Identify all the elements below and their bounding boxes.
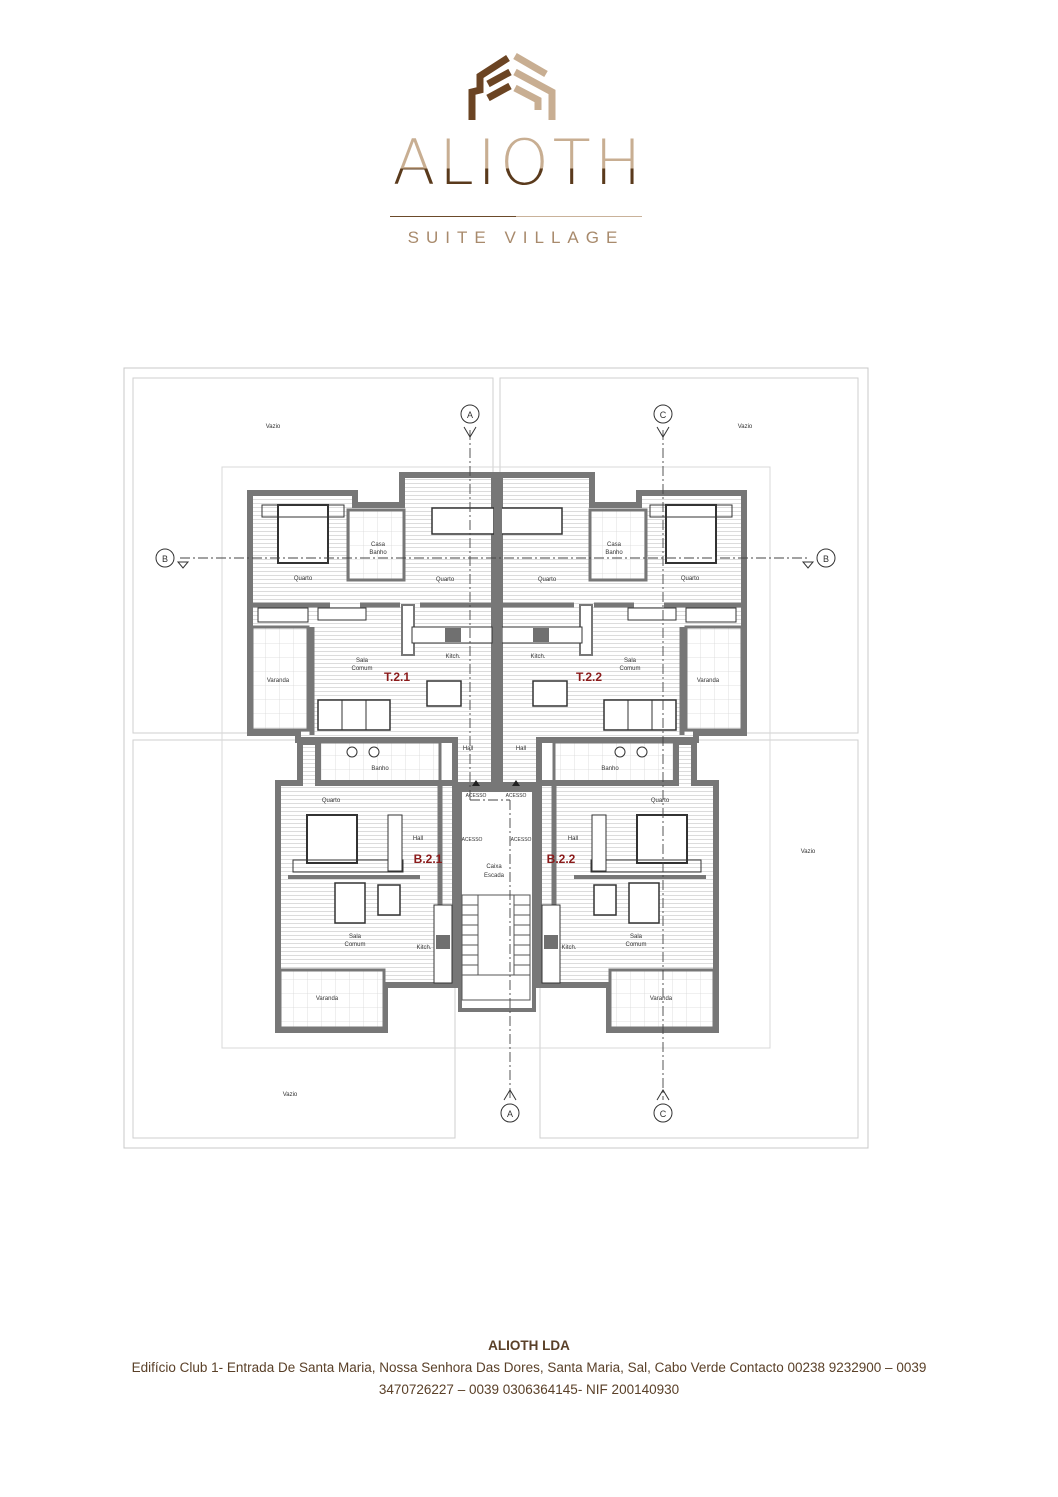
bed [277,504,329,564]
banho [316,740,442,784]
dining-table [426,680,462,707]
svg-text:A: A [507,1109,513,1119]
acesso-label: ACESSO [506,793,527,799]
acesso-label: ACESSO [462,837,483,843]
room-kitchen: Kitch. [445,654,460,660]
axis-b-left: B [155,548,190,569]
casa-banho [346,508,406,582]
acesso-label: ACESSO [511,837,532,843]
bed [431,507,495,535]
section-lines [180,430,810,1100]
unit-labels: T.2.1 T.2.2 B.2.1 B.2.2 [384,670,602,866]
room-quarto: Quarto [436,577,455,583]
room-caixa-escada: Escada [484,873,505,879]
company-name: ALIOTH LDA [488,1338,570,1353]
sofa [317,699,391,731]
room-casa-banho: Casa [607,542,622,548]
logo-wordmark: ALIOTH [392,126,646,199]
footer: ALIOTH LDA Edifício Club 1- Entrada De S… [60,1335,998,1401]
svg-text:C: C [660,1109,667,1119]
room-hall: Hall [463,746,473,752]
void-label: Vazio [283,1092,298,1098]
void-label: Vazio [801,849,816,855]
room-varanda: Varanda [650,996,673,1002]
void-label: Vazio [266,424,281,430]
room-kitchen: Kitch. [416,945,431,951]
bed [306,814,358,864]
address-line-1: Edifício Club 1- Entrada De Santa Maria,… [131,1360,927,1375]
unit-b22: B.2.2 [547,852,576,866]
logo-tagline: SUITE VILLAGE [407,228,625,247]
room-kitchen: Kitch. [530,654,545,660]
room-casa-banho: Banho [605,550,623,556]
sofa [334,882,366,924]
room-quarto: Quarto [681,576,700,582]
acesso-label: ACESSO [466,793,487,799]
svg-text:B: B [823,554,829,564]
axis-a-bottom: A [500,1089,520,1123]
varanda-top [250,625,310,732]
room-quarto: Quarto [651,798,670,804]
staircase [461,894,531,1001]
room-hall: Hall [413,836,423,842]
room-sala: Sala [630,934,643,940]
plan-half-left [247,472,497,1033]
building-logo-icon [468,52,556,120]
alioth-logo: ALIOTH SUITE VILLAGE [380,50,660,260]
room-caixa-escada: Caixa [486,864,502,870]
room-varanda: Varanda [316,996,339,1002]
room-varanda: Varanda [267,678,290,684]
room-hall: Hall [516,746,526,752]
axis-c-bottom: C [653,1089,673,1123]
room-sala: Sala [356,658,369,664]
dining-table [377,884,401,916]
room-sala: Comum [351,666,372,672]
axis-markers: A C B B A C [155,404,836,1123]
svg-text:C: C [660,410,667,420]
room-sala: Comum [344,942,365,948]
room-casa-banho: Casa [371,542,386,548]
room-quarto: Quarto [294,576,313,582]
room-banho: Banho [371,766,389,772]
stove [436,935,450,949]
room-labels: Vazio Vazio Vazio Vazio Quarto Quarto Qu… [266,424,816,1098]
axis-a-top: A [460,404,480,438]
address-line-2: 3470726227 – 0039 0306364145- NIF 200140… [378,1382,680,1397]
room-hall: Hall [568,836,578,842]
room-casa-banho: Banho [369,550,387,556]
drawing-frame [123,367,869,1149]
logo-divider [390,216,642,217]
room-sala: Sala [624,658,637,664]
room-kitchen: Kitch. [561,945,576,951]
room-sala: Comum [619,666,640,672]
unit-t21: T.2.1 [384,670,410,684]
void-label: Vazio [738,424,753,430]
stove [445,628,461,642]
svg-text:B: B [162,554,168,564]
unit-t22: T.2.2 [576,670,602,684]
svg-text:A: A [467,410,473,420]
unit-b21: B.2.1 [414,852,443,866]
room-banho: Banho [601,766,619,772]
room-quarto: Quarto [538,577,557,583]
room-sala: Comum [625,942,646,948]
room-varanda: Varanda [697,678,720,684]
varanda-bottom [278,968,386,1030]
room-quarto: Quarto [322,798,341,804]
party-wall [494,475,502,785]
axis-b-right: B [801,548,836,569]
axis-c-top: C [653,404,673,438]
room-sala: Sala [349,934,362,940]
